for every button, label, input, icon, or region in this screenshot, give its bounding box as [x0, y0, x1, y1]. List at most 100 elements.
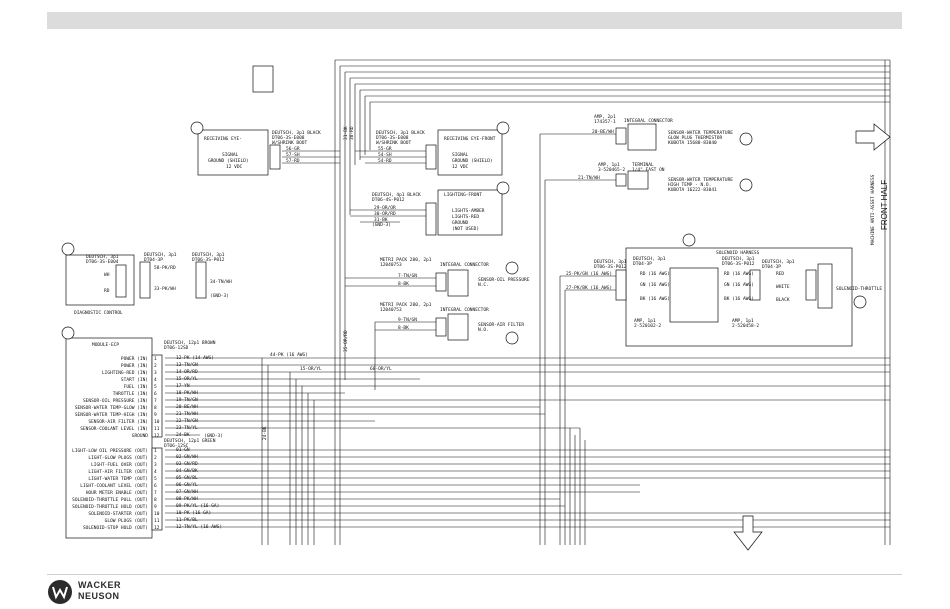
- footer-rule: [47, 574, 902, 575]
- ecp-a-row-name: THROTTLE (IN): [113, 391, 148, 397]
- ecp-a-row-name: START (IN): [121, 377, 148, 383]
- ecp-b-row-pin: 4: [154, 469, 157, 475]
- solenoid-harness-title: SOLENOID HARNESS: [716, 250, 760, 256]
- lighting-front-title: LIGHTING-FRONT: [444, 192, 482, 198]
- ecp-a-row-wire: 22-TN/GN: [176, 418, 198, 424]
- solenoid-conn-left-1: DEUTSCH, 3p1: [594, 259, 627, 265]
- ecp-b-row-name: LIGHT-AIR FILTER (OUT): [88, 469, 148, 475]
- ecp-a-row-pin: 12: [154, 433, 160, 439]
- ecp-b-row-name: HOUR METER ENABLE (OUT): [86, 490, 148, 496]
- solenoid-amp-left-1: AMP, 1p1: [634, 318, 656, 324]
- receiving-eye-front-line-3: 12 VDC: [452, 164, 469, 170]
- ecp-a-row-pin: 3: [154, 370, 157, 376]
- air-filter-wire-2: 8-BK: [398, 325, 409, 331]
- ecp-b-row-pin: 7: [154, 490, 157, 496]
- ecp-a-row-pin: 10: [154, 419, 160, 425]
- water-temp-conn-2: 174357-1: [594, 119, 616, 125]
- ecp-b-row-name: SOLENOID-THROTTLE PULL (OUT): [72, 497, 148, 503]
- oil-pressure-conn-2: 12040753: [380, 262, 402, 268]
- vertical-label-c: 35-OR/RD: [343, 330, 349, 352]
- receiving-eye-line-1: SIGNAL: [222, 152, 239, 158]
- ecp-b-row-wire: 07-GN/WH: [176, 489, 198, 495]
- air-filter-conn-2: 12040753: [380, 307, 402, 313]
- solenoid-wire-in-2: 27-PK/BK (16 AWG): [566, 285, 612, 291]
- water-temp-high-label-2: 1/4" FAST ON: [632, 167, 665, 173]
- ecp-b-row-pin: 8: [154, 497, 157, 503]
- receiving-eye-front-conn-1: DEUTSCH, 3p1 BLACK: [376, 130, 425, 136]
- ecp-a-row-name: SENSOR-AIR FILTER (IN): [88, 419, 148, 425]
- ecp-b-row-wire: 06-GN/YL: [176, 482, 198, 488]
- arrow-down-icon: [733, 515, 763, 551]
- vertical-label-d: 24-BK: [262, 426, 268, 440]
- solenoid-amp-right-1: AMP, 1p1: [732, 318, 754, 324]
- solenoid-wire-int-2: GN (16 AWG): [640, 282, 670, 288]
- ecp-a-row-wire: 23-TN/YL: [176, 425, 198, 431]
- oil-pressure-name-1: SENSOR-OIL PRESSURE: [478, 277, 530, 283]
- receiving-eye-front-line-2: GROUND (SHIELD): [452, 158, 493, 164]
- trunk-labels: 44-PK (16 AWG) 15-OR/YL 68-OR/YL (GND-3)…: [204, 126, 392, 440]
- water-temp-high-conn-1: AMP, 1p1: [598, 162, 620, 168]
- ecp-b-row-pin: 6: [154, 483, 157, 489]
- ecp-b-row-wire: 04-GN/BK: [176, 468, 198, 474]
- ecp-a-row-pin: 11: [154, 426, 160, 432]
- ecp-a-row-pin: 7: [154, 398, 157, 404]
- solenoid-wire-int-4: RD (16 AWG): [724, 271, 754, 277]
- ecp-b-row-wire: 09-PK/YL (16 GA): [176, 503, 219, 509]
- ecp-a-row-pin: 1: [154, 356, 157, 362]
- lighting-front-wire-1: 29-OR/OR: [374, 205, 396, 211]
- ecp-a-row-pin: 2: [154, 363, 157, 369]
- side-text: MACHINE ANTI-ASSET HARNESS FRONT HALF: [870, 174, 889, 245]
- lighting-front-wire-2: 30-OR/RD: [374, 211, 396, 217]
- ecp-b-row-wire: 01-GN: [176, 447, 190, 453]
- solenoid-conn-right-2: DT06-3S-P012: [722, 261, 755, 267]
- trunk-label-c: 68-OR/YL: [370, 366, 392, 372]
- diagnostic-conn2-2: DT04-3P: [144, 257, 163, 263]
- solenoid-color-1: RED: [776, 271, 784, 277]
- solenoid-conn-right-1: DEUTSCH, 3p1: [722, 256, 755, 262]
- brand-logo: WACKER NEUSON: [46, 578, 166, 606]
- vertical-label-a: 31-BK: [343, 126, 349, 140]
- lighting-front-line-1: LIGHTS-AMBER: [452, 208, 485, 214]
- diagnostic-wire-1: WH: [104, 272, 110, 278]
- ground-label: (GND-3): [204, 433, 223, 439]
- diagnostic-title: DIAGNOSTIC CONTROL: [74, 310, 123, 316]
- ground-label-diag: (GND-3): [210, 293, 229, 299]
- ecp-a-row-name: LIGHTING-RED (IN): [102, 370, 148, 376]
- solenoid-color-2: WHITE: [776, 284, 790, 290]
- ecp-b-row-name: GLOW PLUGS (OUT): [105, 518, 148, 524]
- lighting-front-conn-2: DT06-4S-P012: [372, 197, 405, 203]
- ecp-b-row-pin: 3: [154, 462, 157, 468]
- ecp-a-row-name: POWER (IN): [121, 356, 148, 362]
- solenoid-conn-mid-2: DT04-3P: [633, 261, 652, 267]
- ecp-a-row-wire: 12-PK (14 AWG): [176, 355, 214, 361]
- ecp-a-row-name: SENSOR-OIL PRESSURE (IN): [83, 398, 148, 404]
- ecp-b-row-wire: 10-PK (16 GA): [176, 510, 211, 516]
- ecp-a-row-wire: 17-YN: [176, 383, 190, 389]
- ecp-a-row-wire: 21-TN/WH: [176, 411, 198, 417]
- water-temp-wire: 20-BE/WH: [592, 129, 614, 135]
- ecp-a-row-wire: 24-BK: [176, 432, 190, 438]
- oil-pressure-wire-1: 7-TN/GN: [398, 273, 417, 279]
- logo-line-2: NEUSON: [78, 591, 120, 601]
- ecp-b-row-name: LIGHT-GLOW PLUGS (OUT): [88, 455, 148, 461]
- oil-pressure-name-2: N.C.: [478, 282, 489, 288]
- receiving-eye-wire-1: 56-GR: [286, 146, 300, 152]
- ecp-b-row-wire: 03-GN/RD: [176, 461, 198, 467]
- ecp-b-row-wire: 02-GN/WH: [176, 454, 198, 460]
- ecp-b-row-pin: 9: [154, 504, 157, 510]
- ecp-b-row-name: LIGHT-FUEL OVER (OUT): [91, 462, 148, 468]
- ecp-b-row-pin: 10: [154, 511, 160, 517]
- receiving-eye-title: RECEIVING EYE-: [204, 136, 242, 142]
- receiving-eye-front-line-1: SIGNAL: [452, 152, 469, 158]
- solenoid-wire-int-3: BK (16 AWG): [640, 296, 670, 302]
- module-ecp-title: MODULE-ECP: [92, 342, 119, 348]
- receiving-eye-conn-2: DT06-3S-E008: [272, 135, 305, 141]
- oil-pressure-wire-2: 8-BK: [398, 281, 409, 287]
- air-filter-label: INTEGRAL CONNECTOR: [440, 307, 489, 313]
- ecp-a-row-pin: 4: [154, 377, 157, 383]
- air-filter-wire-1: 9-TN/GN: [398, 317, 417, 323]
- water-temp-label: INTEGRAL CONNECTOR: [624, 118, 673, 124]
- module-ecp-conn-a-1: DEUTSCH, 12p1 BROWN: [164, 340, 216, 346]
- solenoid-amp-right-2: 2-520458-2: [732, 323, 759, 329]
